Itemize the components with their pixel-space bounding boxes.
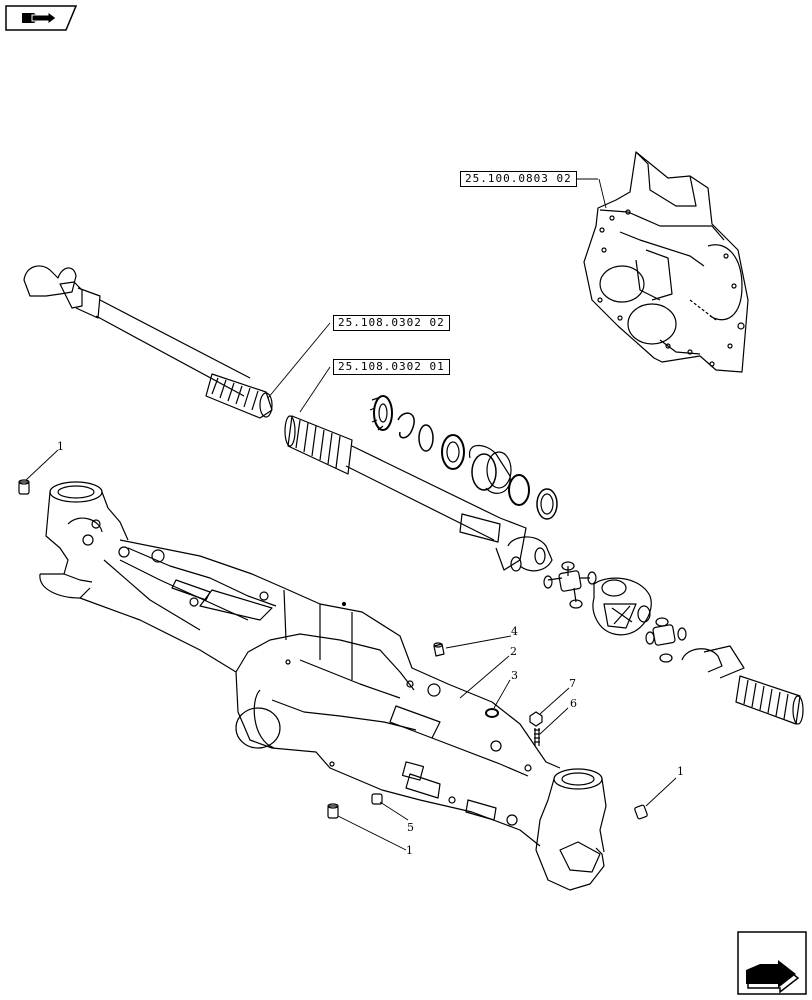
plug-1-bottom[interactable]: [327, 803, 339, 819]
left-axle-shaft[interactable]: [23, 265, 273, 419]
ref-shaft-left[interactable]: 25.108.0302 02: [333, 315, 450, 331]
joint-yoke[interactable]: [592, 577, 652, 636]
output-stub-shaft[interactable]: [681, 645, 804, 725]
nut-7[interactable]: [529, 711, 543, 727]
washer-3[interactable]: [485, 708, 499, 718]
bearing-set[interactable]: [369, 395, 558, 520]
callout-1-left: 1: [57, 440, 64, 453]
callout-6: 6: [570, 697, 577, 710]
ref-shaft-right[interactable]: 25.108.0302 01: [333, 359, 450, 375]
pin-4[interactable]: [433, 642, 445, 657]
right-axle-shaft[interactable]: [284, 415, 553, 572]
callout-1-right: 1: [677, 765, 684, 778]
callout-4: 4: [511, 625, 518, 638]
callout-1-bottom: 1: [406, 844, 413, 857]
axle-housing[interactable]: [39, 481, 607, 891]
leader-lines: [25, 178, 677, 851]
book-arrow-icon[interactable]: [4, 4, 78, 32]
return-arrow-icon[interactable]: [736, 930, 808, 996]
callout-7: 7: [569, 677, 576, 690]
differential-housing[interactable]: [583, 151, 749, 373]
ref-housing[interactable]: 25.100.0803 02: [460, 171, 577, 187]
universal-joint-right[interactable]: [645, 617, 687, 663]
callout-3: 3: [511, 669, 518, 682]
plug-1-left[interactable]: [18, 479, 30, 495]
callout-2: 2: [510, 645, 517, 658]
plug-5[interactable]: [371, 793, 383, 805]
callout-5: 5: [407, 821, 414, 834]
universal-joint-left[interactable]: [543, 561, 597, 609]
spring-6[interactable]: [534, 728, 540, 746]
plug-1-right[interactable]: [634, 804, 648, 820]
